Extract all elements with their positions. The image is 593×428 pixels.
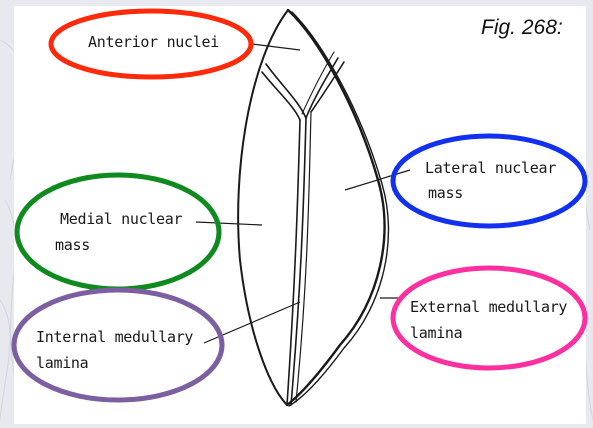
label-medial-nuclear-mass-line1: Medial nuclear	[60, 208, 182, 230]
label-internal-medullary-lamina-line2: lamina	[36, 352, 88, 374]
figure-label: Fig. 268:	[481, 16, 563, 40]
label-lateral-nuclear-mass-line2: mass	[428, 182, 463, 204]
label-anterior-nuclei: Anterior nuclei	[88, 31, 219, 53]
label-medial-nuclear-mass-line2: mass	[55, 234, 90, 256]
label-lateral-nuclear-mass-line1: Lateral nuclear	[425, 157, 556, 179]
label-internal-medullary-lamina-line1: Internal medullary	[36, 326, 193, 348]
label-external-medullary-lamina-line1: External medullary	[410, 296, 567, 318]
label-external-medullary-lamina-line2: lamina	[410, 322, 462, 344]
